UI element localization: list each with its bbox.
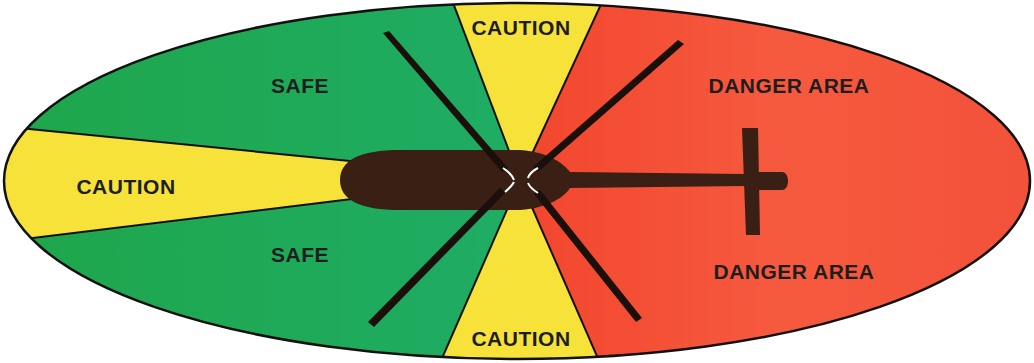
zone-label-box: DANGER AREA — [709, 258, 878, 286]
zone-label-box: SAFE — [267, 72, 333, 100]
zone-label-box: SAFE — [267, 241, 333, 269]
zone-label: CAUTION — [76, 175, 175, 199]
rotor-blades — [368, 31, 684, 327]
zone-label: SAFE — [271, 74, 329, 98]
zone-label: CAUTION — [471, 327, 570, 351]
zone-label-box: DANGER AREA — [704, 72, 873, 100]
caution-zone-nose — [0, 126, 360, 242]
zone-label: DANGER AREA — [713, 260, 874, 284]
zone-label: SAFE — [271, 243, 329, 267]
zone-label: DANGER AREA — [708, 74, 869, 98]
zone-label-box: CAUTION — [467, 325, 574, 353]
zone-label-box: CAUTION — [72, 173, 179, 201]
zone-label: CAUTION — [471, 16, 570, 40]
zone-label-box: CAUTION — [467, 14, 574, 42]
